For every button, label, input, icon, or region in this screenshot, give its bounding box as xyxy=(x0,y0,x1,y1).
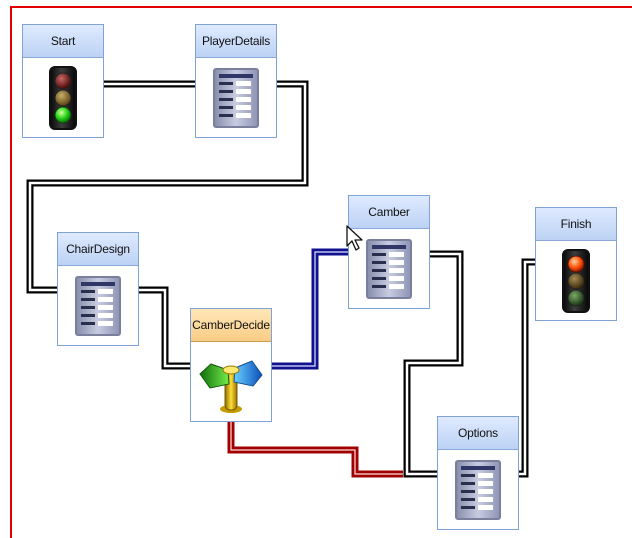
node-finish[interactable]: Finish xyxy=(535,207,617,321)
form-document-icon xyxy=(75,275,121,336)
node-options-body xyxy=(438,450,518,529)
node-start[interactable]: Start xyxy=(22,24,104,138)
connector-chairdesign-to-camberdecide[interactable] xyxy=(138,286,190,370)
node-options-title: Options xyxy=(438,417,518,450)
form-document-icon xyxy=(366,238,412,299)
node-chairdesign[interactable]: ChairDesign xyxy=(57,232,139,346)
node-playerdetails-title: PlayerDetails xyxy=(196,25,276,58)
node-camber-title: Camber xyxy=(349,196,429,229)
traffic-light-green-icon xyxy=(49,65,77,130)
node-finish-body xyxy=(536,241,616,320)
decision-signpost-icon xyxy=(199,359,263,413)
canvas-frame-left xyxy=(10,6,12,538)
node-camber[interactable]: Camber xyxy=(348,195,430,309)
form-document-icon xyxy=(455,459,501,520)
node-start-title: Start xyxy=(23,25,103,58)
node-camberdecide-body xyxy=(191,342,271,421)
mouse-pointer-icon xyxy=(346,225,363,251)
connector-playerdetails-to-chairdesign[interactable] xyxy=(26,80,309,294)
connector-camberdecide-to-options[interactable] xyxy=(227,420,403,478)
node-chairdesign-title: ChairDesign xyxy=(58,233,138,266)
node-camberdecide-title: CamberDecide xyxy=(191,309,271,342)
connector-camber-to-options[interactable] xyxy=(403,250,464,478)
form-document-icon xyxy=(213,67,259,128)
node-chairdesign-body xyxy=(58,266,138,345)
node-start-body xyxy=(23,58,103,137)
traffic-light-red-icon xyxy=(562,248,590,313)
canvas-frame-top xyxy=(10,6,632,8)
connector-camberdecide-to-camber[interactable] xyxy=(272,248,348,370)
node-playerdetails[interactable]: PlayerDetails xyxy=(195,24,277,138)
node-camber-body xyxy=(349,229,429,308)
node-camberdecide[interactable]: CamberDecide xyxy=(190,308,272,422)
node-options[interactable]: Options xyxy=(437,416,519,530)
connector-options-to-finish[interactable] xyxy=(518,258,535,478)
node-playerdetails-body xyxy=(196,58,276,137)
node-finish-title: Finish xyxy=(536,208,616,241)
